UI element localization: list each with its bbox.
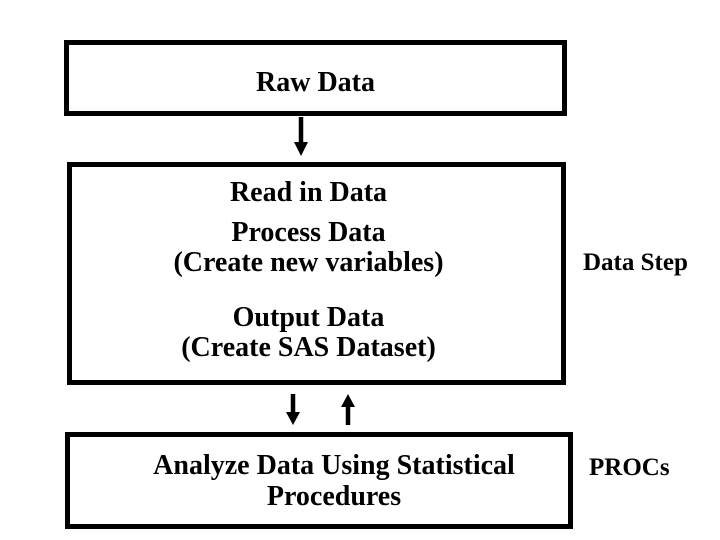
raw-data-label: Raw Data (256, 67, 375, 98)
analyze-line-2: Procedures (266, 480, 402, 512)
up-arrow-icon (338, 394, 358, 425)
data-step-box: Read in Data Process Data (Create new va… (67, 162, 566, 385)
data-step-line-create-var: (Create new variables) (173, 247, 444, 278)
data-step-line-output: Output Data (232, 302, 385, 333)
analyze-line-1: Analyze Data Using Statistical (153, 449, 515, 481)
analyze-box: Analyze Data Using Statistical Procedure… (65, 432, 573, 529)
data-step-line-read: Read in Data (229, 177, 388, 208)
raw-data-box: Raw Data (64, 40, 567, 116)
data-step-line-process: Process Data (231, 217, 386, 248)
data-step-side-label: Data Step (583, 249, 688, 276)
procs-side-label: PROCs (589, 454, 670, 481)
down-arrow-icon (283, 394, 303, 425)
down-arrow-icon (291, 117, 311, 156)
data-step-line-create-sas: (Create SAS Dataset) (181, 332, 436, 363)
